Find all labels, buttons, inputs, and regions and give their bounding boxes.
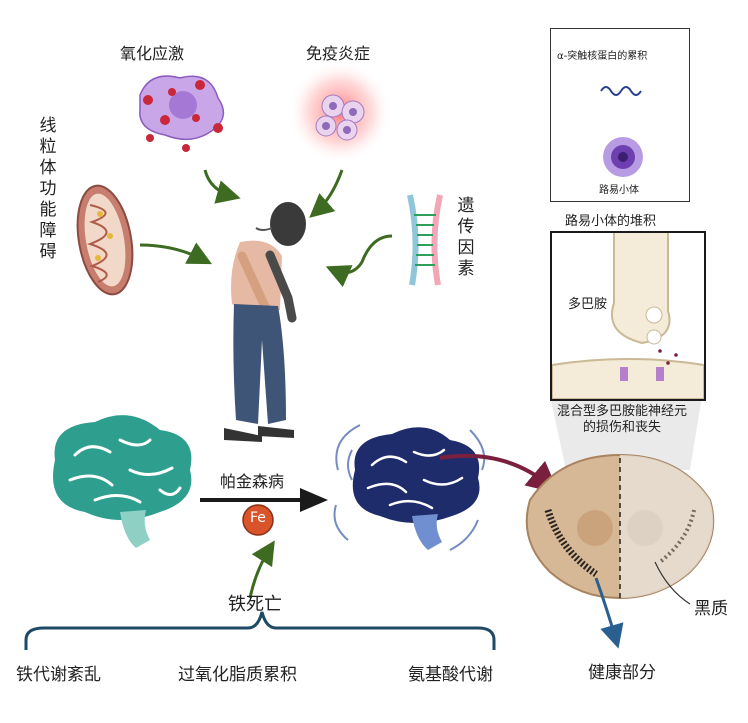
healthy-brain-icon [53, 415, 191, 548]
lewy-body-label: 路易小体 [599, 181, 639, 196]
arrow-mito [140, 245, 204, 260]
dopamine-label: 多巴胺 [568, 293, 607, 312]
healthy-part-label: 健康部分 [588, 658, 656, 683]
genetic-factors-label: 遗传因素 [455, 196, 477, 280]
synapse-panel: 多巴胺 [550, 231, 706, 401]
neuron-loss-label: 混合型多巴胺能神经元的损伤和丧失 [556, 404, 688, 436]
fe-label: Fe [250, 510, 266, 526]
lewy-accumulation-label: 路易小体的堆积 [565, 210, 656, 229]
immune-cells-icon [288, 60, 392, 164]
arrow-immune [316, 170, 342, 212]
parkinsons-label: 帕金森病 [220, 468, 284, 492]
arrow-genetic [334, 236, 392, 273]
substantia-nigra-label: 黑质 [694, 594, 728, 619]
patient-figure [224, 202, 306, 442]
ferroptosis-label: 铁死亡 [228, 590, 282, 616]
mitochondrion-icon [70, 181, 140, 298]
arrow-oxidative [205, 170, 232, 196]
oxidative-stress-label: 氧化应激 [120, 40, 184, 64]
iron-dysregulation-label: 铁代谢紊乱 [16, 660, 101, 685]
pd-brain-icon [335, 425, 485, 550]
amino-acid-metabolism-label: 氨基酸代谢 [408, 660, 493, 685]
oxidative-stress-cell-icon [140, 76, 224, 152]
mito-dysfunction-label: 线粒体功能障碍 [37, 116, 59, 263]
midbrain-section-icon [527, 455, 714, 600]
alpha-synuclein-panel: α-突触核蛋白的累积 路易小体 [550, 28, 690, 202]
bottom-bracket [26, 612, 494, 650]
dna-icon [410, 195, 440, 285]
lewy-body-icon [551, 29, 689, 201]
immune-inflammation-label: 免疫炎症 [306, 40, 370, 64]
synapse-icon [552, 233, 704, 399]
lipid-peroxidation-label: 过氧化脂质累积 [178, 660, 297, 685]
